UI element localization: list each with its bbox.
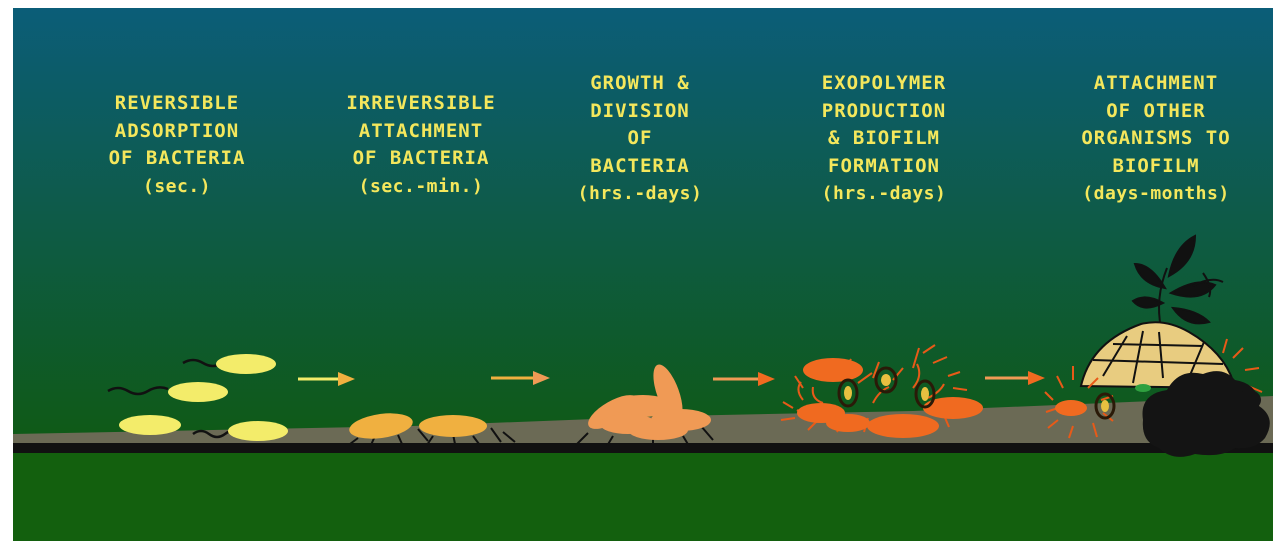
bacterium (119, 415, 181, 435)
stage-3-line-4: BACTERIA (530, 153, 750, 181)
stage-4-duration: (hrs.-days) (774, 180, 994, 208)
stage-5-line-4: BIOFILM (1046, 153, 1266, 181)
substrate-base-line (13, 443, 1273, 453)
stage-5-duration: (days-months) (1046, 180, 1266, 208)
stage-2-line-2: ATTACHMENT (311, 118, 531, 146)
stage-3-line-1: GROWTH & (530, 70, 750, 98)
stage-3-label: GROWTH & DIVISION OF BACTERIA (hrs.-days… (530, 70, 750, 208)
bacterial-cell-colony (881, 374, 891, 386)
stage-5-label: ATTACHMENT OF OTHER ORGANISMS TO BIOFILM… (1046, 70, 1266, 208)
diagram-panel: REVERSIBLE ADSORPTION OF BACTERIA (sec.)… (13, 8, 1273, 541)
bacterial-cell-colony (921, 387, 929, 401)
stage-1-duration: (sec.) (67, 173, 287, 201)
bacterial-cell-colony (844, 386, 852, 400)
stage-1-label: REVERSIBLE ADSORPTION OF BACTERIA (sec.) (67, 90, 287, 200)
bacterium (419, 415, 487, 437)
lower-band (13, 453, 1273, 541)
stage-1-line-1: REVERSIBLE (67, 90, 287, 118)
bacterium (228, 421, 288, 441)
bacterium (826, 414, 870, 432)
stage-4-line-3: & BIOFILM (774, 125, 994, 153)
bacterial-cell-colony (1101, 400, 1109, 412)
stage-2-line-3: OF BACTERIA (311, 145, 531, 173)
bacterium (867, 414, 939, 438)
green-organism (1135, 384, 1151, 392)
stage-3-duration: (hrs.-days) (530, 180, 750, 208)
bacterium (1055, 400, 1087, 416)
stage-3-line-3: OF (530, 125, 750, 153)
dark-organism-mass (1237, 390, 1261, 410)
stage-2-duration: (sec.-min.) (311, 173, 531, 201)
stage-5-line-2: OF OTHER (1046, 98, 1266, 126)
stage-5-line-1: ATTACHMENT (1046, 70, 1266, 98)
stage-3-line-2: DIVISION (530, 98, 750, 126)
stage-4-line-4: FORMATION (774, 153, 994, 181)
stage-1-line-2: ADSORPTION (67, 118, 287, 146)
bacterium (216, 354, 276, 374)
stage-5-line-3: ORGANISMS TO (1046, 125, 1266, 153)
bacterium (168, 382, 228, 402)
stage-4-line-2: PRODUCTION (774, 98, 994, 126)
stage-4-line-1: EXOPOLYMER (774, 70, 994, 98)
bacterium (628, 420, 688, 440)
stage-1-line-3: OF BACTERIA (67, 145, 287, 173)
stage-4-label: EXOPOLYMER PRODUCTION & BIOFILM FORMATIO… (774, 70, 994, 208)
bacterium (803, 358, 863, 382)
stage-2-line-1: IRREVERSIBLE (311, 90, 531, 118)
stage-2-label: IRREVERSIBLE ATTACHMENT OF BACTERIA (sec… (311, 90, 531, 200)
